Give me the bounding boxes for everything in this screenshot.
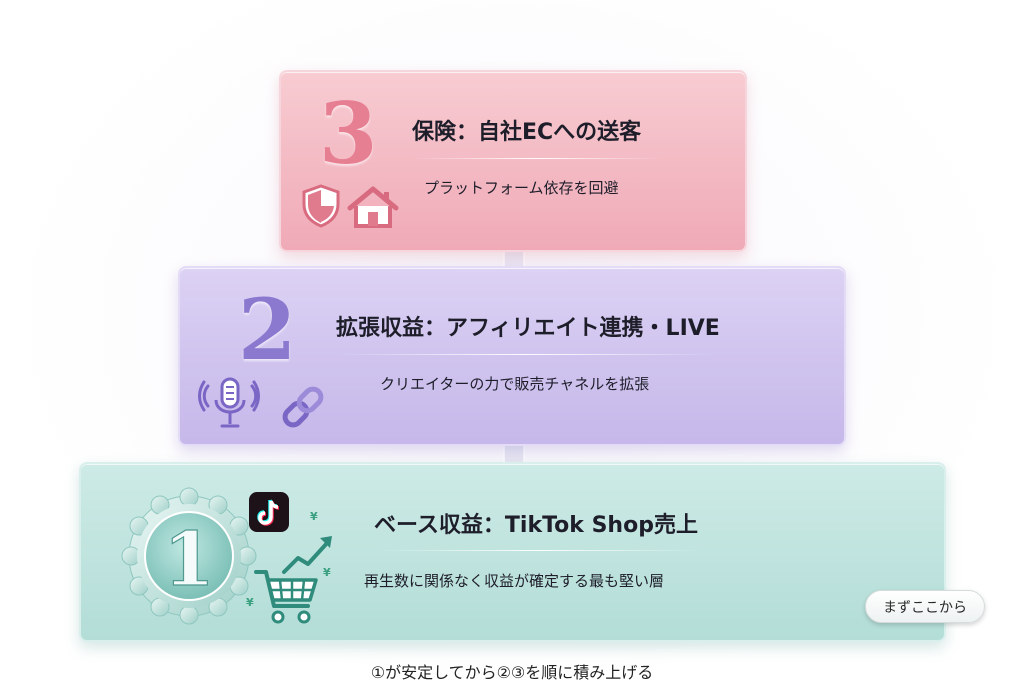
shield-icon <box>302 184 340 228</box>
microphone-icon <box>198 377 260 428</box>
tier-1-title: ベース収益：TikTok Shop売上 <box>374 513 698 538</box>
trend-up-icon <box>282 536 332 574</box>
tier-3-subtitle: プラットフォーム依存を回避 <box>424 179 619 197</box>
tiktok-icon <box>249 492 289 532</box>
tier-3-divider <box>412 158 662 159</box>
tier-2-subtitle: クリエイターの力で販売チャネルを拡張 <box>380 375 650 393</box>
yen-icon: ¥ <box>310 510 318 523</box>
yen-icon: ¥ <box>246 596 254 609</box>
tier-1-subtitle: 再生数に関係なく収益が確定する最も堅い層 <box>364 572 665 590</box>
house-icon <box>347 186 399 228</box>
tier-2-divider <box>336 354 716 355</box>
link-icon <box>282 386 324 428</box>
tier-3-number: 3 <box>319 84 378 183</box>
tier-2-title: 拡張収益：アフィリエイト連携・LIVE <box>336 316 720 341</box>
medal-icon: 1 <box>118 487 260 625</box>
footer-caption: ①が安定してから②③を順に積み上げる <box>370 663 654 682</box>
start-here-label: まずここから <box>883 599 967 616</box>
start-here-button[interactable]: まずここから <box>865 590 985 623</box>
tier-2-card <box>178 266 846 446</box>
tier-1-number: 1 <box>163 517 215 603</box>
tier-2-number: 2 <box>238 280 297 379</box>
tier-1-divider <box>374 550 704 551</box>
tier-3-title: 保険：自社ECへの送客 <box>412 120 642 145</box>
yen-icon: ¥ <box>323 566 331 579</box>
shopping-cart-icon <box>254 570 318 624</box>
